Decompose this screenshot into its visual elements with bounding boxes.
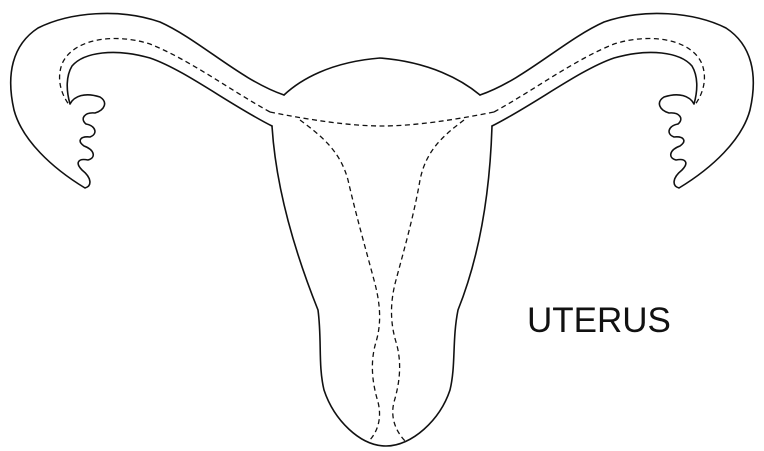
left-tube-inner-dashed xyxy=(60,38,270,112)
uterus-body-outline xyxy=(272,58,492,446)
right-tube-inner-dashed xyxy=(494,38,704,112)
left-fallopian-tube-outline xyxy=(11,13,284,188)
cavity-left-dashed xyxy=(300,120,380,442)
right-fallopian-tube-outline xyxy=(480,13,753,188)
diagram-label: UTERUS xyxy=(527,303,671,338)
cavity-right-dashed xyxy=(392,120,465,442)
fundus-dashed-line xyxy=(270,112,494,126)
